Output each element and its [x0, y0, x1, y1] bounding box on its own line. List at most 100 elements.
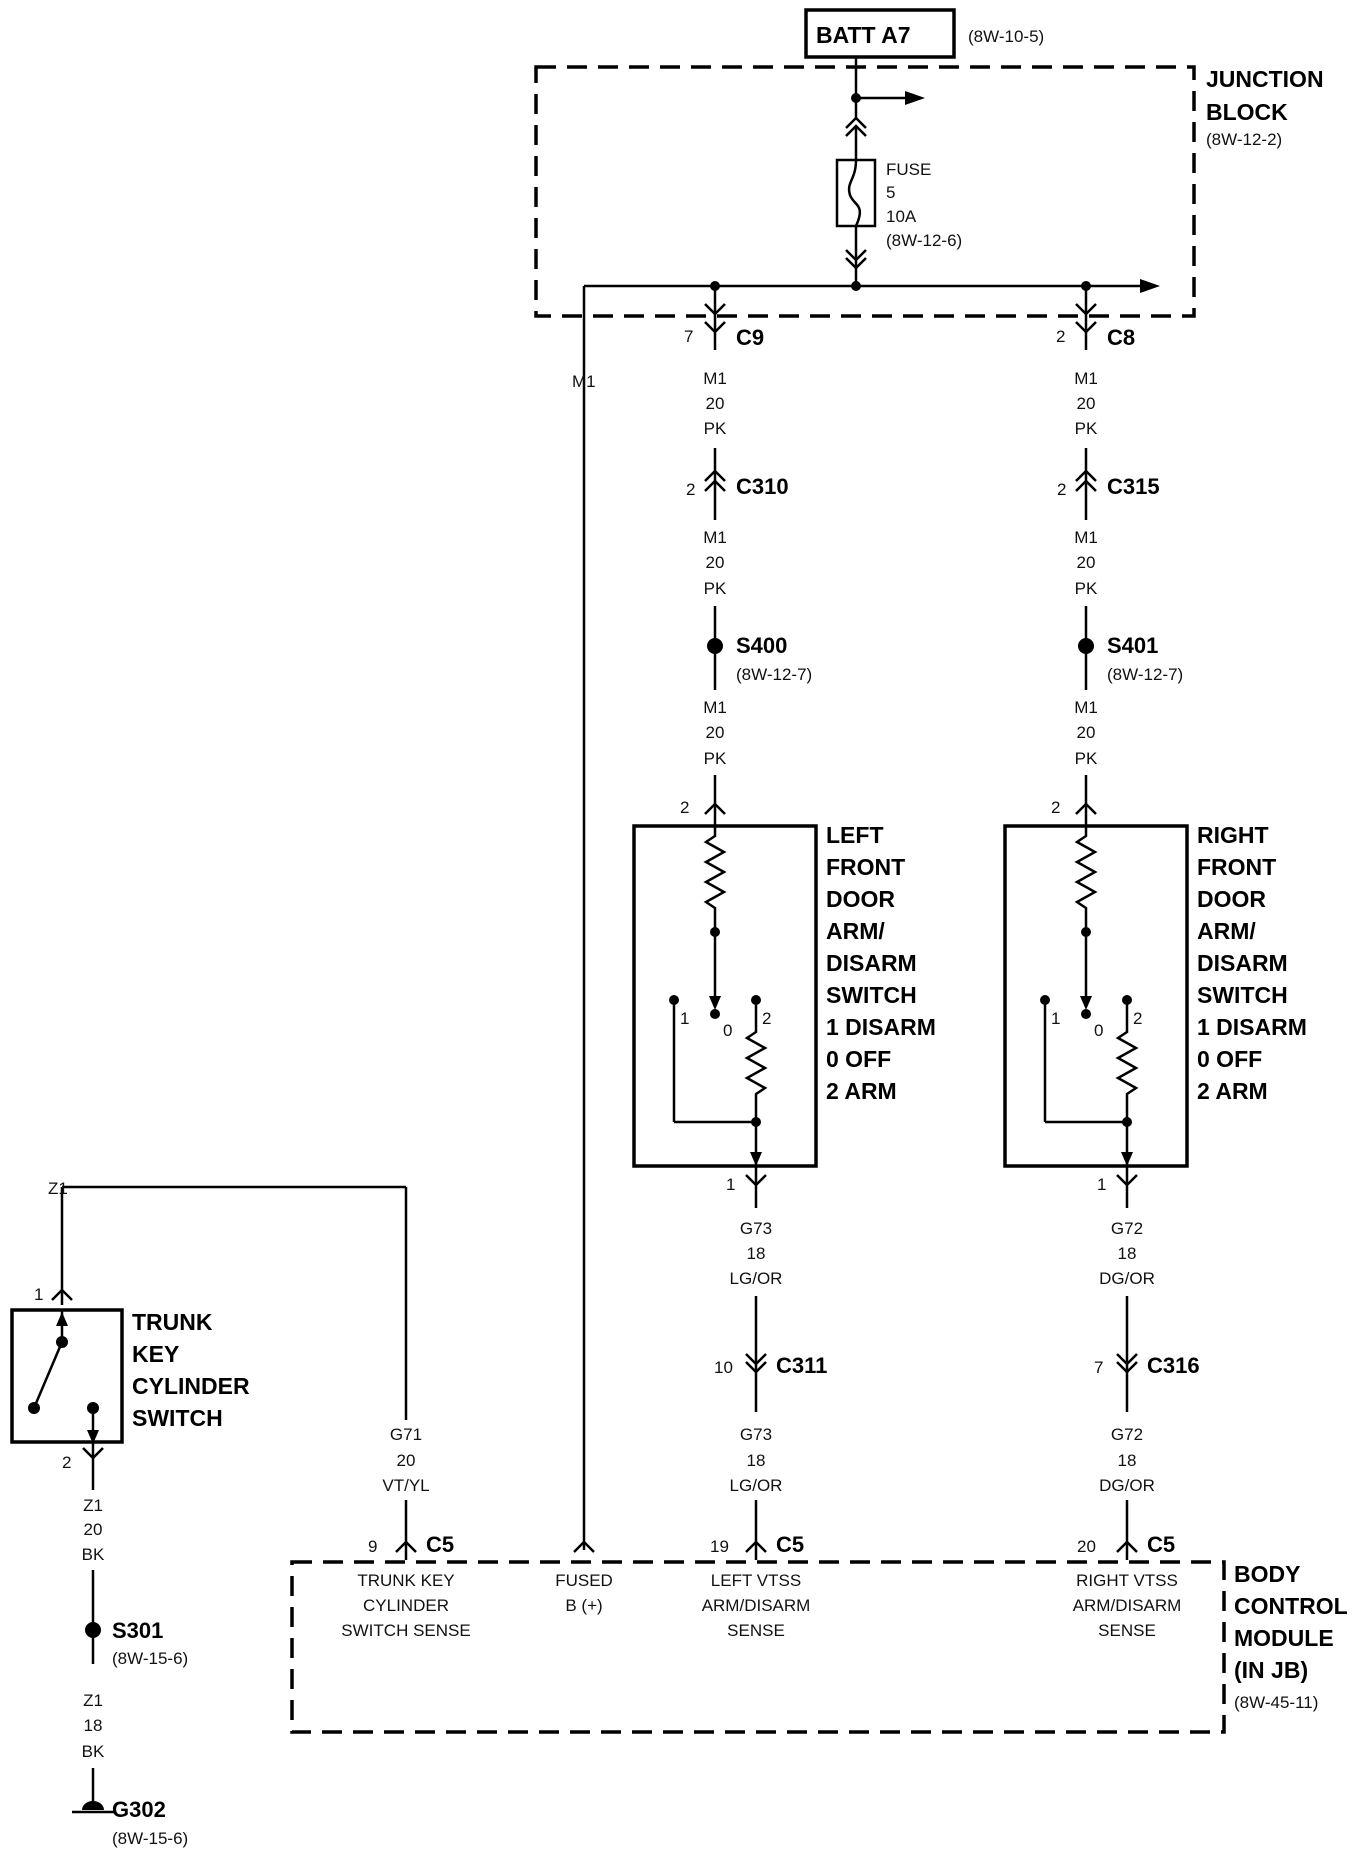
c315-pin: 2 [1057, 480, 1066, 499]
bcm-title-1: BODY [1234, 1561, 1300, 1587]
wire-gauge: 18 [1118, 1451, 1137, 1470]
right-switch-title-1: RIGHT [1197, 822, 1269, 848]
right-door-arm-switch: 2 1 0 2 1 RIGHT FRONT DOOR ARM/ DISARM S… [1003, 775, 1307, 1208]
right-switch-pin-bottom: 1 [1097, 1175, 1106, 1194]
wire-color: PK [704, 749, 727, 768]
wire-label: G73 [740, 1425, 772, 1444]
c311-pin: 10 [714, 1358, 733, 1377]
trunk-switch-title-4: SWITCH [132, 1405, 223, 1431]
c316-pin: 7 [1094, 1358, 1103, 1377]
right-switch-pos-2: 2 [1133, 1009, 1142, 1028]
right-sense-wire: G72 18 DG/OR 7 C316 G72 18 DG/OR 20 C5 [1077, 1219, 1200, 1560]
arrow-right-icon [905, 91, 925, 105]
wire-color: PK [704, 579, 727, 598]
left-switch-title-7: 1 DISARM [826, 1014, 936, 1040]
left-switch-pin-top: 2 [680, 798, 689, 817]
trunk-switch-title-1: TRUNK [132, 1309, 213, 1335]
left-switch-title-5: DISARM [826, 950, 917, 976]
c5-20-label: C5 [1147, 1532, 1175, 1557]
wire-gauge: 20 [1077, 723, 1096, 742]
trunk-switch-pin-top: 1 [34, 1285, 43, 1304]
left-switch-title-3: DOOR [826, 886, 895, 912]
wire-label: G73 [740, 1219, 772, 1238]
right-switch-title-3: DOOR [1197, 886, 1266, 912]
wire-color: PK [1075, 419, 1098, 438]
g302-ref: (8W-15-6) [112, 1829, 188, 1848]
battery-ref: (8W-10-5) [968, 27, 1044, 46]
splice-s401 [1078, 638, 1094, 654]
right-switch-title-4: ARM/ [1197, 918, 1256, 944]
right-switch-pos-1: 1 [1051, 1009, 1060, 1028]
right-switch-title-7: 1 DISARM [1197, 1014, 1307, 1040]
right-switch-title-5: DISARM [1197, 950, 1288, 976]
splice-s301 [85, 1622, 101, 1638]
bcm-input-left-2: ARM/DISARM [702, 1596, 811, 1615]
s401-label: S401 [1107, 633, 1158, 658]
s400-ref: (8W-12-7) [736, 665, 812, 684]
junction-block: JUNCTION BLOCK (8W-12-2) [534, 65, 1324, 318]
wire-label: G71 [390, 1425, 422, 1444]
right-switch-title-8: 0 OFF [1197, 1046, 1262, 1072]
s301-label: S301 [112, 1618, 163, 1643]
c315-label: C315 [1107, 474, 1160, 499]
wire-label: G72 [1111, 1425, 1143, 1444]
g302-label: G302 [112, 1797, 166, 1822]
trunk-sense-wire: G71 20 VT/YL 9 C5 [368, 1420, 454, 1557]
trunk-switch-title-2: KEY [132, 1341, 179, 1367]
wire-label: M1 [703, 528, 727, 547]
bcm-title-3: MODULE [1234, 1625, 1334, 1651]
wire-gauge: 20 [706, 553, 725, 572]
ground-icon [72, 1801, 114, 1814]
wire-label: M1 [703, 369, 727, 388]
wire-label: G72 [1111, 1219, 1143, 1238]
c5-19-pin: 19 [710, 1537, 729, 1556]
c9-label: C9 [736, 325, 764, 350]
c316-label: C316 [1147, 1353, 1200, 1378]
right-switch-title-2: FRONT [1197, 854, 1276, 880]
wire-label: Z1 [83, 1691, 103, 1710]
left-switch-title-6: SWITCH [826, 982, 917, 1008]
wire-color: LG/OR [730, 1476, 783, 1495]
battery-feed: BATT A7 (8W-10-5) [804, 8, 1044, 59]
left-switch-title-2: FRONT [826, 854, 905, 880]
left-switch-pos-0: 0 [723, 1021, 732, 1040]
right-switch-pin-top: 2 [1051, 798, 1060, 817]
c5-19-label: C5 [776, 1532, 804, 1557]
bcm-input-fused-1: FUSED [555, 1571, 613, 1590]
wire-gauge: 20 [84, 1520, 103, 1539]
wire-z1-top: Z1 [48, 1179, 68, 1198]
bcm-input-trunk-3: SWITCH SENSE [341, 1621, 470, 1640]
wire-gauge: 20 [706, 723, 725, 742]
wire-gauge: 20 [706, 394, 725, 413]
bcm-input-right-2: ARM/DISARM [1073, 1596, 1182, 1615]
c310-label: C310 [736, 474, 789, 499]
right-switch-title-9: 2 ARM [1197, 1078, 1268, 1104]
c5-20-pin: 20 [1077, 1537, 1096, 1556]
wire-label: M1 [703, 698, 727, 717]
wire-color: LG/OR [730, 1269, 783, 1288]
fuse-label: FUSE [886, 160, 931, 179]
body-control-module: TRUNK KEY CYLINDER SWITCH SENSE FUSED B … [290, 1560, 1348, 1734]
wire-color: DG/OR [1099, 1269, 1155, 1288]
bcm-title-4: (IN JB) [1234, 1657, 1308, 1683]
left-switch-pin-bottom: 1 [726, 1175, 735, 1194]
wire-label: M1 [1074, 528, 1098, 547]
wire-color: PK [704, 419, 727, 438]
wire-gauge: 20 [397, 1451, 416, 1470]
arrow-right-icon [1140, 279, 1160, 293]
fuse-number: 5 [886, 183, 895, 202]
c9-pin: 7 [684, 327, 693, 346]
bcm-input-right-3: SENSE [1098, 1621, 1156, 1640]
s301-ref: (8W-15-6) [112, 1649, 188, 1668]
left-switch-pos-2: 2 [762, 1009, 771, 1028]
wire-label: M1 [1074, 698, 1098, 717]
wire-gauge: 18 [747, 1451, 766, 1470]
left-branch: 7 C9 M1 20 PK 2 C310 M1 20 PK S400 (8W-1… [684, 286, 812, 768]
wire-color: VT/YL [382, 1476, 429, 1495]
junction-block-title-2: BLOCK [1206, 99, 1288, 125]
right-branch: 2 C8 M1 20 PK 2 C315 M1 20 PK S401 (8W-1… [1056, 286, 1183, 768]
wire-color: PK [1075, 579, 1098, 598]
wire-gauge: 18 [1118, 1244, 1137, 1263]
trunk-switch-pin-bottom: 2 [62, 1453, 71, 1472]
